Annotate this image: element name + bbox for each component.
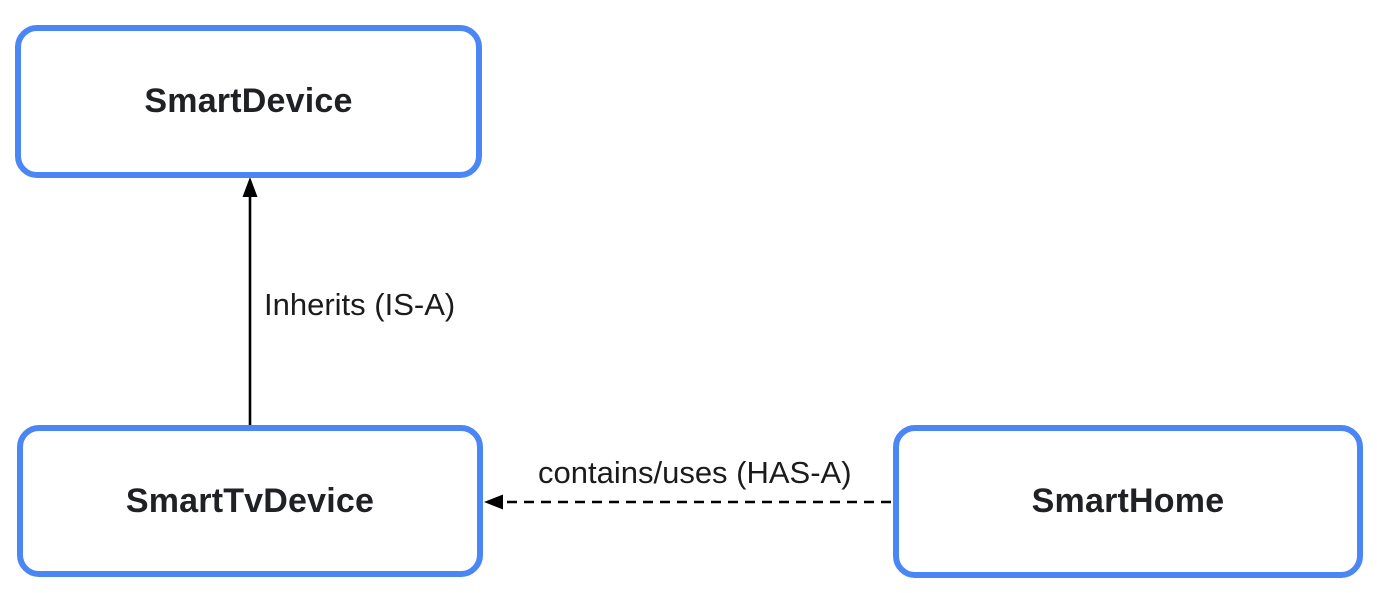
class-node-smartdevice: SmartDevice — [15, 25, 482, 178]
class-node-smarthome: SmartHome — [893, 425, 1363, 578]
class-node-label: SmartTvDevice — [125, 481, 375, 520]
composition-edge-label: contains/uses (HAS-A) — [538, 455, 852, 490]
class-node-label: SmartDevice — [144, 82, 353, 120]
inheritance-edge-label: Inherits (IS-A) — [264, 287, 456, 322]
arrow-up-icon — [242, 177, 258, 197]
class-node-smarttvdevice: SmartTvDevice — [17, 425, 483, 577]
composition-edge — [484, 494, 891, 510]
inheritance-edge — [242, 177, 258, 425]
class-node-label: SmartHome — [1031, 482, 1225, 520]
arrow-left-icon — [484, 494, 503, 510]
